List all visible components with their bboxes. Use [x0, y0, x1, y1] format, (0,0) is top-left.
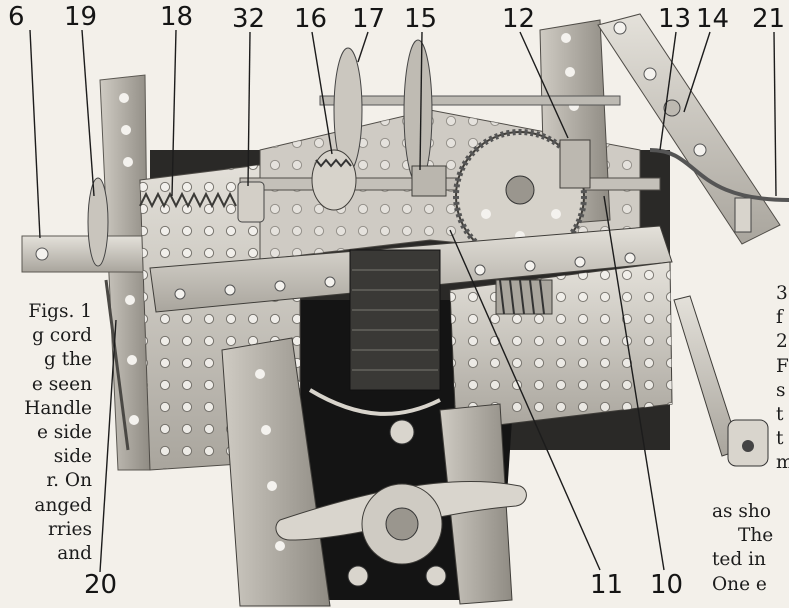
- callout-17: 17: [352, 4, 386, 34]
- left-line: and: [57, 543, 92, 565]
- left-line: r. On: [46, 470, 92, 492]
- pinion-15: [411, 165, 447, 197]
- right-line: The: [738, 525, 774, 547]
- right-body-text-initials: 3 f 2 F s t t m: [776, 282, 789, 476]
- right-line: as sho: [712, 501, 771, 522]
- callout-14: 14: [696, 4, 730, 34]
- main-shaft: [239, 177, 661, 191]
- spring-18: [139, 191, 237, 209]
- right-line: One e: [712, 573, 767, 595]
- right-line: t: [776, 404, 784, 426]
- collar-32: [237, 181, 265, 223]
- leader-lines: [29, 29, 777, 573]
- left-body-text-fragment: Figs. 1 g cord g the e seen Handle e sid…: [0, 300, 92, 566]
- disk-19: [87, 177, 109, 267]
- right-line: F: [776, 355, 789, 377]
- rod-20: [104, 279, 130, 451]
- right-line: 2: [776, 331, 788, 353]
- right-line: 3: [776, 283, 788, 304]
- wire-21: [649, 148, 789, 202]
- callout-10: 10: [650, 570, 684, 600]
- left-line: Handle: [24, 397, 92, 419]
- left-line: side: [53, 446, 92, 468]
- pinion-12: [559, 139, 591, 189]
- left-line: e side: [36, 422, 92, 444]
- left-line: g cord: [32, 325, 92, 347]
- motor-coil: [349, 249, 441, 391]
- left-line: Figs. 1: [28, 301, 92, 322]
- left-line: rries: [47, 518, 92, 540]
- callout-32: 32: [232, 4, 266, 34]
- gear-rear: [403, 39, 433, 185]
- left-line: anged: [34, 494, 92, 516]
- callout-18: 18: [160, 2, 194, 32]
- left-line: e seen: [31, 373, 92, 395]
- contrate-wheel-16: [311, 149, 357, 211]
- callout-21: 21: [752, 4, 786, 34]
- right-line: f: [776, 307, 783, 329]
- callout-19: 19: [64, 2, 98, 32]
- upper-shaft: [319, 95, 621, 106]
- left-line: g the: [43, 349, 92, 371]
- callout-13: 13: [658, 4, 692, 34]
- callout-20: 20: [84, 570, 118, 600]
- callout-15: 15: [404, 4, 438, 34]
- right-line: m: [776, 452, 789, 474]
- left-strip-holes: [119, 93, 139, 425]
- callout-11: 11: [590, 570, 624, 600]
- right-line: s: [776, 379, 786, 401]
- right-body-text-lines: as sho The ted in One e: [712, 500, 773, 597]
- callout-16: 16: [294, 4, 328, 34]
- right-line: ted in: [712, 549, 766, 571]
- callout-6: 6: [8, 2, 25, 32]
- callout-12: 12: [502, 4, 536, 34]
- right-line: t: [776, 428, 784, 450]
